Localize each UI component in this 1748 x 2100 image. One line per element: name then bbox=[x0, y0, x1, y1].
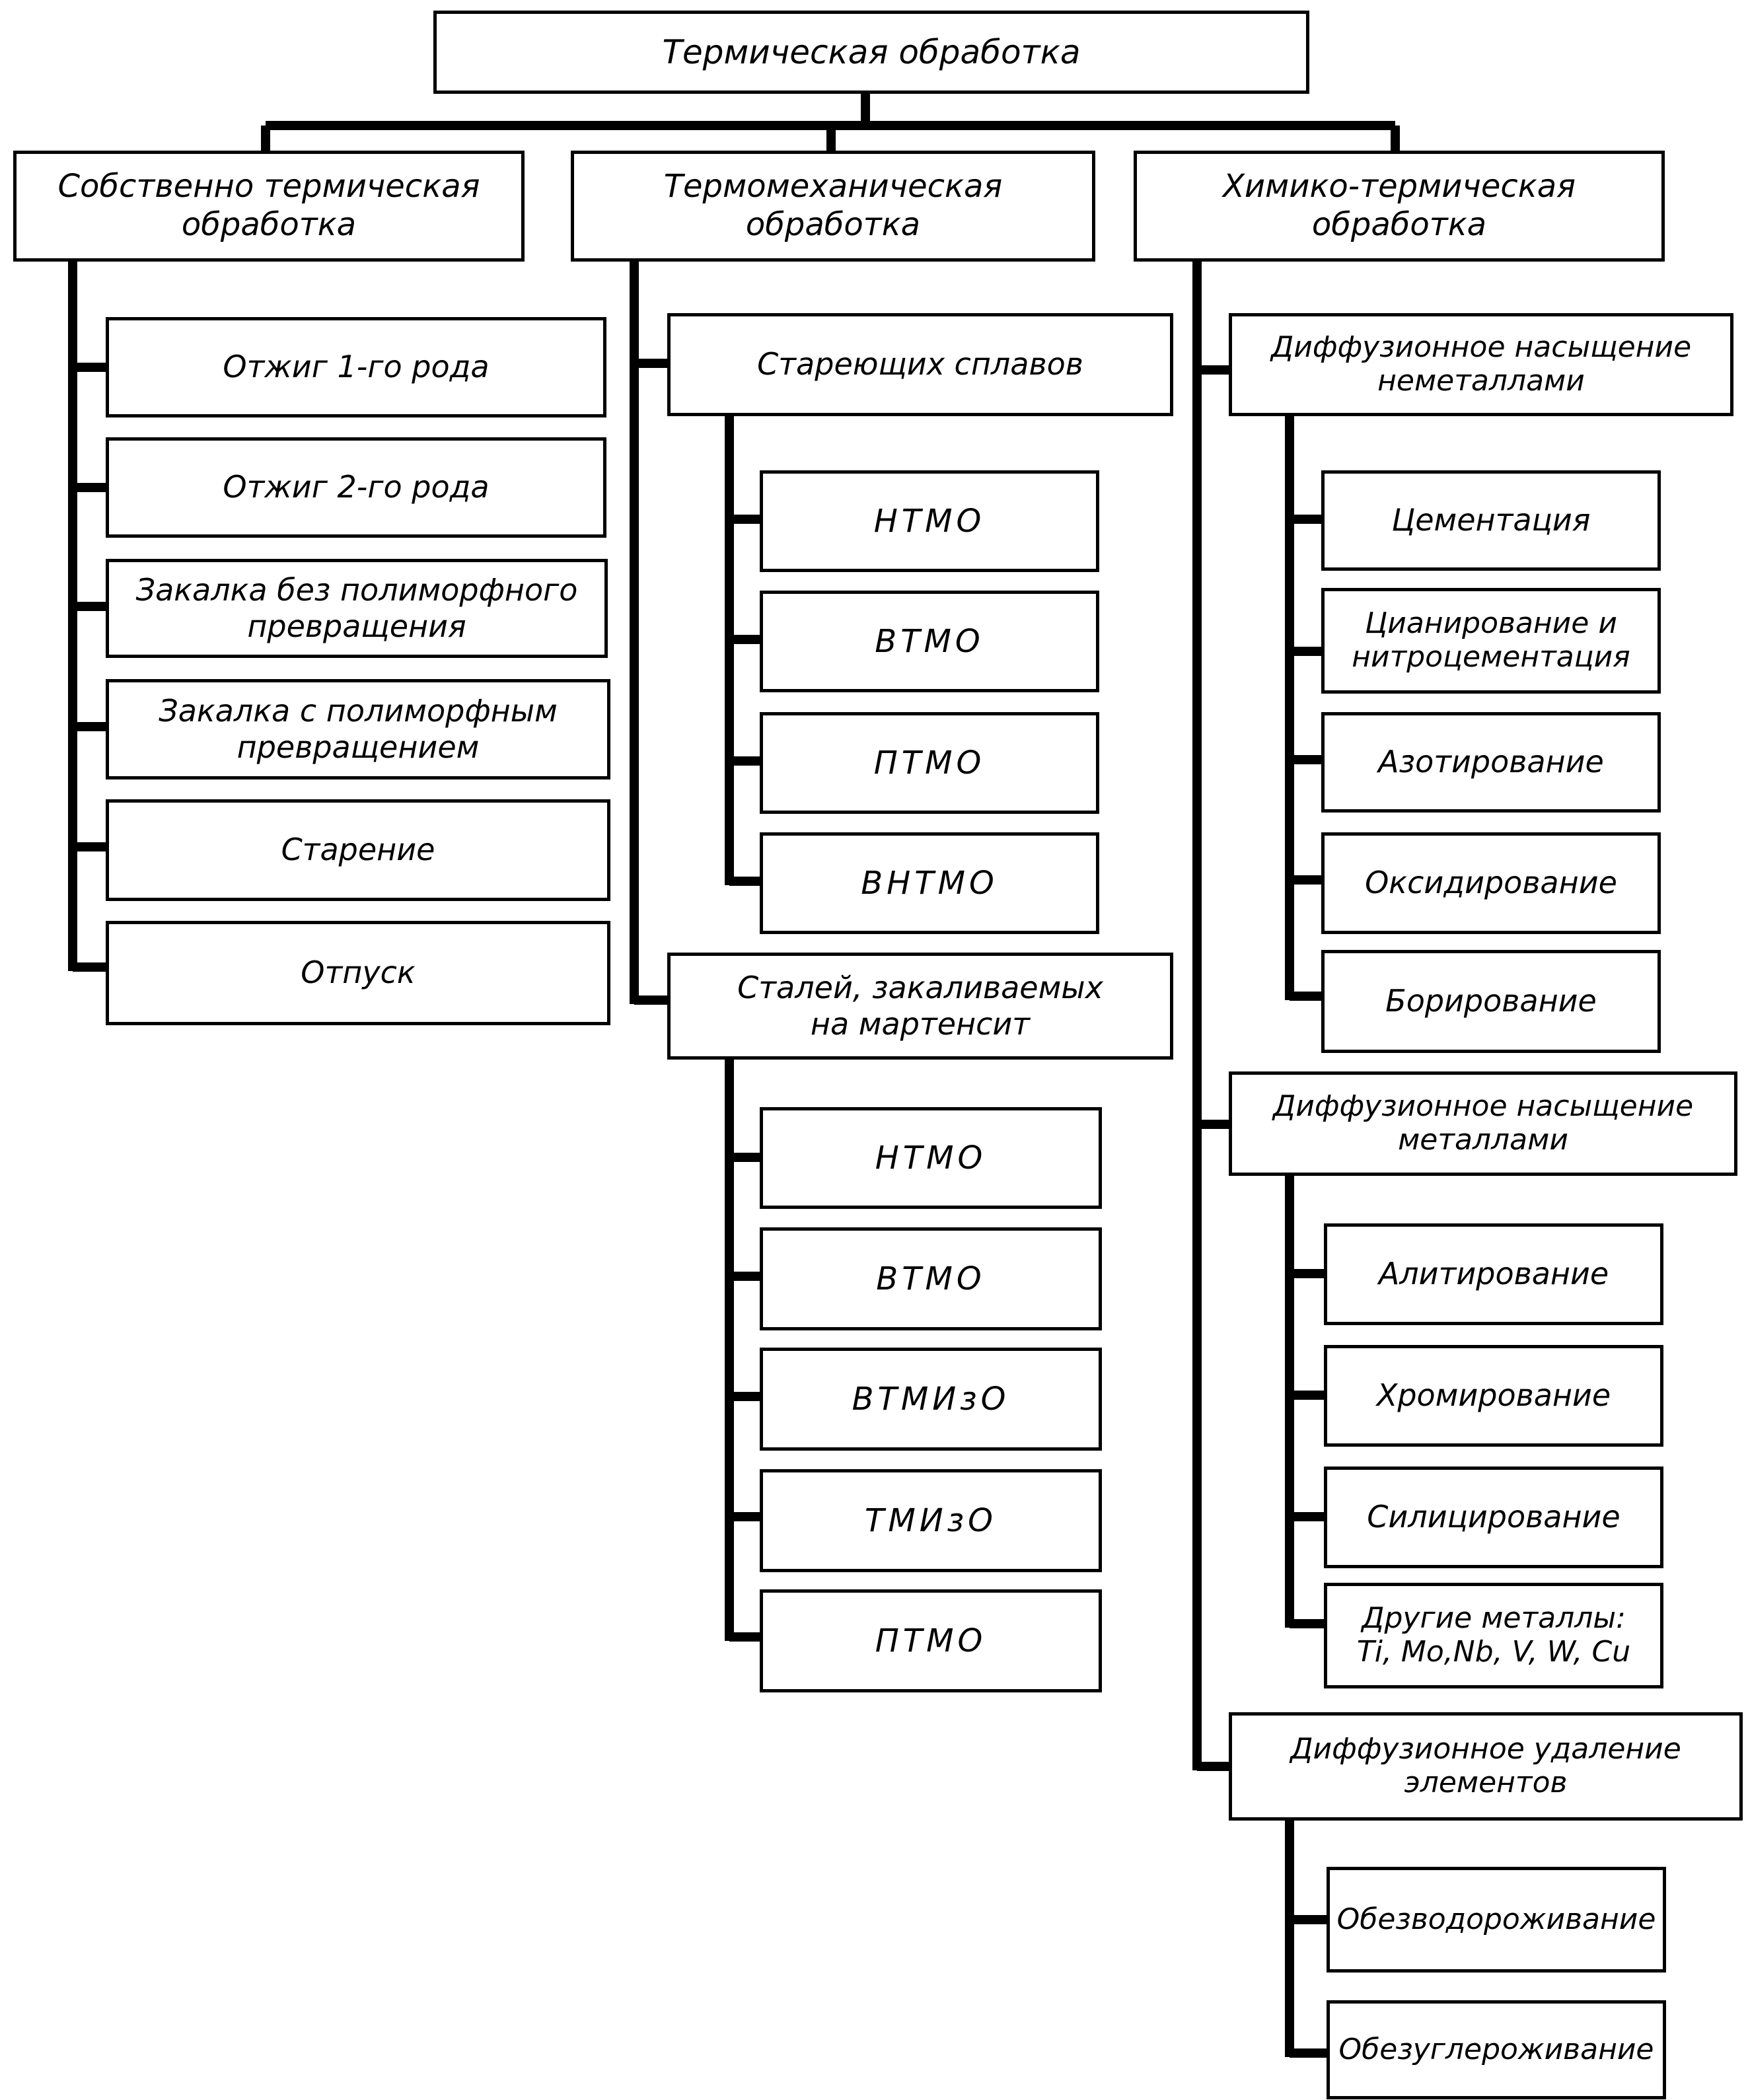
item-code: ПТМО bbox=[873, 744, 986, 781]
thermal-item-label: Закалка с полиморфным bbox=[159, 692, 558, 729]
item-label: Обезуглероживание bbox=[1338, 2032, 1654, 2066]
martensite-steels-item: ТМИзО bbox=[760, 1469, 1102, 1572]
item-code: ВТМО bbox=[876, 1260, 986, 1297]
thermal-item-label: Старение bbox=[281, 832, 435, 868]
item-code: ВТМО bbox=[875, 623, 984, 660]
thermal-item-label: Отпуск bbox=[301, 955, 416, 991]
item-label: Ti, Mo,Nb, V, W, Cu bbox=[1356, 1635, 1631, 1669]
thermal-item-label: превращением bbox=[237, 729, 480, 765]
aging-alloys-box: Стареющих сплавов bbox=[667, 313, 1173, 416]
thermal-title-line1: Собственно термическая bbox=[57, 168, 480, 205]
item-label: Борирование bbox=[1385, 983, 1597, 1019]
nonmetal-item: Азотирование bbox=[1321, 712, 1661, 813]
martensite-steels-item: ПТМО bbox=[760, 1589, 1102, 1692]
martensite-steels-item: ВТМИзО bbox=[760, 1348, 1102, 1451]
nonmetal-item: Цианирование и нитроцементация bbox=[1321, 588, 1661, 694]
item-label: Алитирование bbox=[1378, 1256, 1609, 1292]
nonmetal-saturation-box: Диффузионное насыщение неметаллами bbox=[1229, 313, 1733, 416]
thermal-item-label: Отжиг 1-го рода bbox=[223, 349, 490, 385]
chemical-title-line1: Химико-термическая bbox=[1222, 168, 1576, 205]
group-title: неметаллами bbox=[1377, 364, 1585, 398]
group-title: Диффузионное удаление bbox=[1290, 1732, 1681, 1766]
martensite-steels-item: НТМО bbox=[760, 1107, 1102, 1209]
thermal-item-quench-poly: Закалка с полиморфным превращением bbox=[106, 679, 610, 779]
thermal-title-line2: обработка bbox=[181, 206, 357, 243]
item-label: нитроцементация bbox=[1352, 640, 1630, 674]
metal-item: Хромирование bbox=[1324, 1345, 1663, 1447]
thermomechanical-box: Термомеханическая обработка bbox=[571, 151, 1095, 262]
element-removal-box: Диффузионное удаление элементов bbox=[1229, 1712, 1743, 1821]
root-box: Термическая обработка bbox=[433, 11, 1309, 94]
nonmetal-item: Оксидирование bbox=[1321, 832, 1661, 934]
thermal-item-label: Отжиг 2-го рода bbox=[223, 469, 490, 505]
item-code: НТМО bbox=[873, 503, 986, 540]
group-title: элементов bbox=[1404, 1766, 1568, 1799]
group-title: Диффузионное насыщение bbox=[1270, 330, 1692, 365]
thermomech-title-line2: обработка bbox=[745, 206, 921, 243]
chemical-title-line2: обработка bbox=[1311, 206, 1487, 243]
aging-alloys-item: НТМО bbox=[760, 470, 1099, 572]
item-code: НТМО bbox=[875, 1140, 987, 1177]
metal-item: Алитирование bbox=[1324, 1223, 1663, 1325]
metal-item: Другие металлы: Ti, Mo,Nb, V, W, Cu bbox=[1324, 1583, 1663, 1688]
metal-item: Силицирование bbox=[1324, 1466, 1663, 1568]
root-title: Термическая обработка bbox=[662, 33, 1081, 71]
item-code: ВТМИзО bbox=[852, 1381, 1010, 1418]
item-code: ВНТМО bbox=[861, 865, 998, 902]
item-label: Обезводороживание bbox=[1336, 1902, 1656, 1936]
thermal-treatment-box: Собственно термическая обработка bbox=[13, 151, 525, 262]
thermal-item-quench-no-poly: Закалка без полиморфного превращения bbox=[106, 559, 608, 658]
item-label: Цементация bbox=[1391, 502, 1591, 538]
martensite-steels-box: Сталей, закаливаемых на мартенсит bbox=[667, 953, 1173, 1060]
aging-alloys-item: ПТМО bbox=[760, 712, 1099, 814]
removal-item: Обезводороживание bbox=[1327, 1867, 1666, 1973]
thermal-item-tempering: Отпуск bbox=[106, 921, 610, 1025]
item-code: ПТМО bbox=[875, 1622, 987, 1659]
nonmetal-item: Цементация bbox=[1321, 470, 1661, 571]
martensite-steels-item: ВТМО bbox=[760, 1227, 1102, 1330]
thermal-item-annealing-1: Отжиг 1-го рода bbox=[106, 317, 606, 417]
group-title: Диффузионное насыщение bbox=[1272, 1089, 1694, 1124]
item-label: Силицирование bbox=[1367, 1499, 1621, 1535]
item-label: Оксидирование bbox=[1365, 865, 1617, 901]
removal-item: Обезуглероживание bbox=[1327, 2000, 1666, 2099]
thermal-item-aging: Старение bbox=[106, 799, 610, 901]
item-label: Азотирование bbox=[1378, 744, 1604, 780]
thermal-item-label: Закалка без полиморфного bbox=[135, 571, 578, 608]
aging-alloys-item: ВТМО bbox=[760, 591, 1099, 692]
aging-alloys-item: ВНТМО bbox=[760, 832, 1099, 934]
group-title: на мартенсит bbox=[810, 1006, 1031, 1042]
thermal-item-label: превращения bbox=[247, 608, 466, 644]
nonmetal-item: Борирование bbox=[1321, 950, 1661, 1053]
item-label: Цианирование и bbox=[1365, 606, 1617, 641]
item-label: Хромирование bbox=[1376, 1377, 1611, 1414]
item-label: Другие металлы: bbox=[1362, 1601, 1626, 1636]
group-title: Сталей, закаливаемых bbox=[737, 969, 1103, 1005]
group-title: Стареющих сплавов bbox=[757, 346, 1083, 382]
chemical-thermal-box: Химико-термическая обработка bbox=[1134, 151, 1665, 262]
thermal-item-annealing-2: Отжиг 2-го рода bbox=[106, 437, 606, 538]
group-title: металлами bbox=[1398, 1123, 1568, 1157]
item-code: ТМИзО bbox=[865, 1502, 997, 1539]
metal-saturation-box: Диффузионное насыщение металлами bbox=[1229, 1071, 1737, 1176]
thermomech-title-line1: Термомеханическая bbox=[663, 168, 1003, 205]
